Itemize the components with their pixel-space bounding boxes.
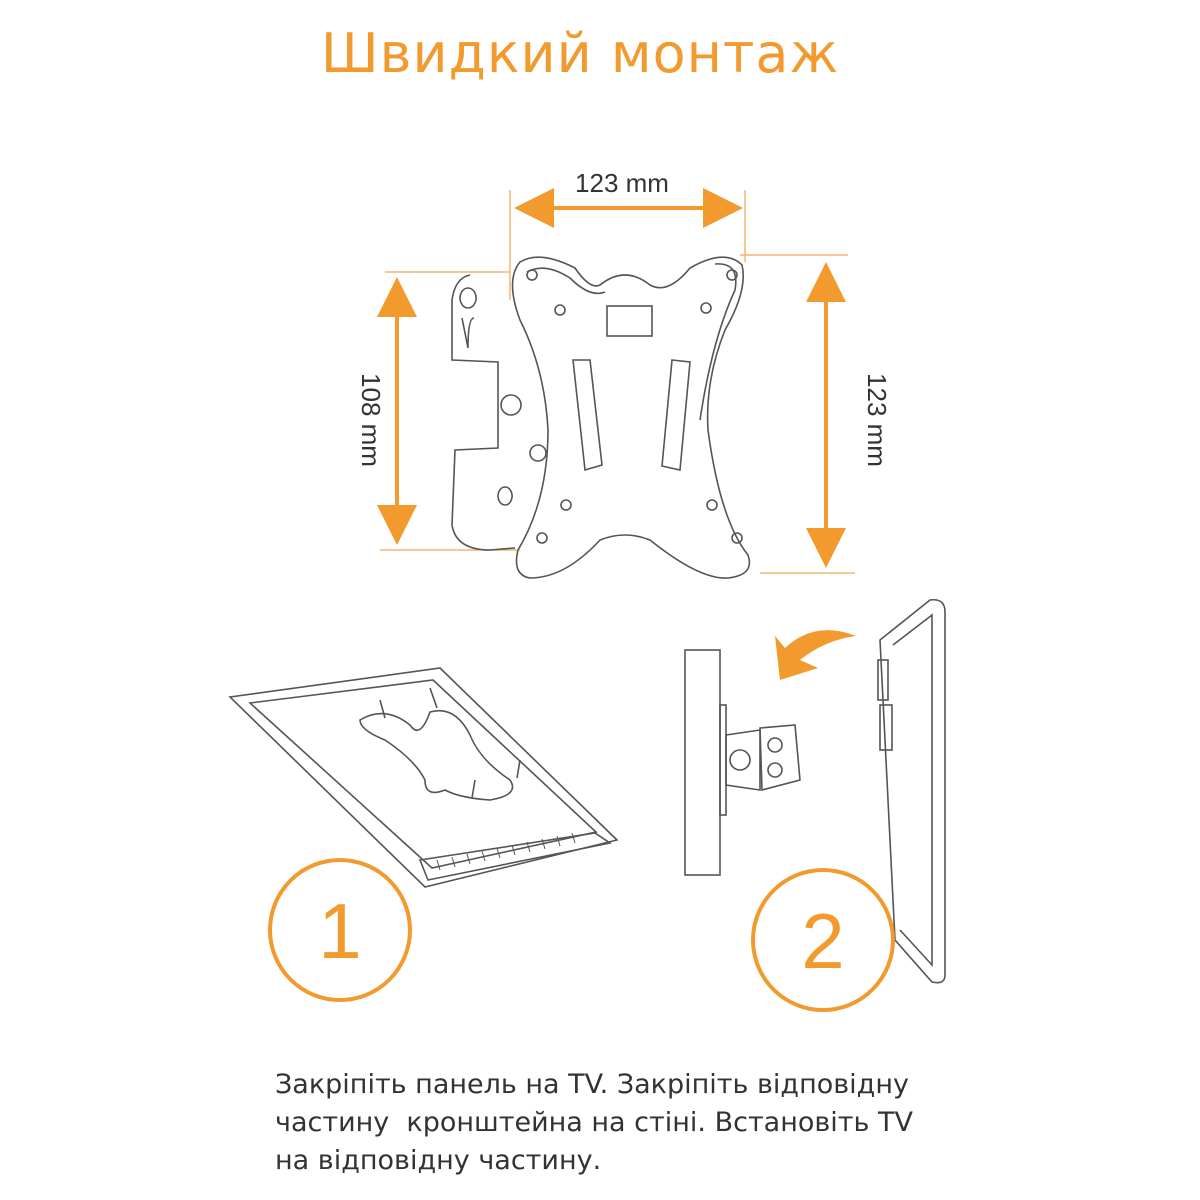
step-1-circle [268,858,412,1002]
step1-drawing [228,667,619,888]
rotate-arrow-icon [775,630,856,680]
dimension-arrows [377,188,846,568]
left-height-label: 108 mm [356,373,386,467]
instructions-text: Закріпіть панель на TV. Закріпіть відпов… [275,1066,913,1180]
page-title: Швидкий монтаж [320,22,840,85]
top-width-label: 123 mm [575,168,669,198]
instruction-line: частину кронштейна на стіні. Встановіть … [275,1107,913,1138]
step2-drawing [684,598,946,984]
bracket-drawing [451,256,751,579]
step-2-circle [751,868,895,1012]
step-2-number: 2 [801,897,844,985]
step-1-number: 1 [318,887,361,975]
instruction-line: Закріпіть панель на TV. Закріпіть відпов… [275,1069,909,1100]
dimension-lines [380,190,855,574]
right-height-label: 123 mm [862,373,892,467]
instruction-line: на відповідну частину. [275,1145,602,1176]
